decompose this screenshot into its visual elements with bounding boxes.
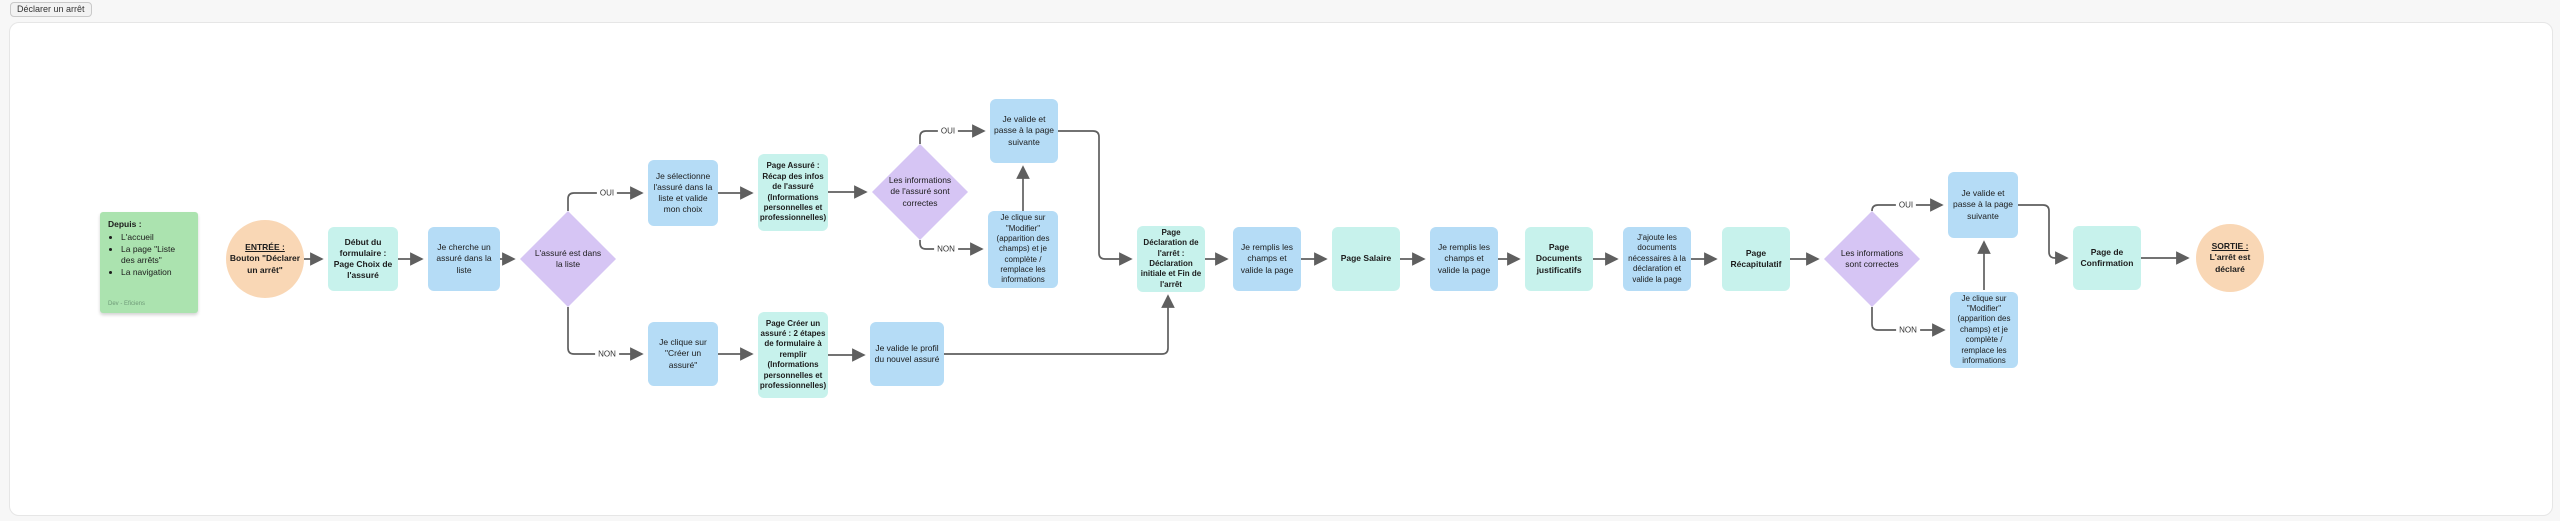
sticky-note-list: L'accueil La page "Liste des arrêts" La … bbox=[108, 232, 190, 278]
node-decision-insured-info-correct[interactable]: Les informations de l'assuré sont correc… bbox=[872, 144, 968, 240]
node-search-insured[interactable]: Je cherche un assuré dans la liste bbox=[428, 227, 500, 291]
edge-label-oui-3: OUI bbox=[1895, 200, 1917, 210]
node-click-modify-1[interactable]: Je clique sur "Modifier" (apparition des… bbox=[988, 211, 1058, 288]
sticky-note-author: Dev - Eficiens bbox=[108, 300, 146, 307]
node-page-salaire[interactable]: Page Salaire bbox=[1332, 227, 1400, 291]
node-page-recapitulatif[interactable]: Page Récapitulatif bbox=[1722, 227, 1790, 291]
sticky-note-title: Depuis : bbox=[108, 219, 142, 229]
node-decision-insured-in-list[interactable]: L'assuré est dans la liste bbox=[520, 211, 616, 307]
node-page-choix-assure[interactable]: Début du formulaire : Page Choix de l'as… bbox=[328, 227, 398, 291]
node-select-insured[interactable]: Je sélectionne l'assuré dans la liste et… bbox=[648, 160, 718, 226]
node-validate-next-page-2[interactable]: Je valide et passe à la page suivante bbox=[1948, 172, 2018, 238]
sticky-note-item: La page "Liste des arrêts" bbox=[121, 244, 190, 267]
node-page-confirmation[interactable]: Page de Confirmation bbox=[2073, 226, 2141, 290]
node-validate-next-page-1[interactable]: Je valide et passe à la page suivante bbox=[990, 99, 1058, 163]
node-fill-fields-2[interactable]: Je remplis les champs et valide la page bbox=[1430, 227, 1498, 291]
node-decision-info-correct[interactable]: Les informations sont correctes bbox=[1824, 211, 1920, 307]
node-page-assure[interactable]: Page Assuré : Récap des infos de l'assur… bbox=[758, 154, 828, 231]
entry-title: ENTRÉE : bbox=[245, 242, 285, 253]
node-fill-fields-1[interactable]: Je remplis les champs et valide la page bbox=[1233, 227, 1301, 291]
node-add-documents[interactable]: J'ajoute les documents nécessaires à la … bbox=[1623, 227, 1691, 291]
node-page-documents[interactable]: Page Documents justificatifs bbox=[1525, 227, 1593, 291]
edge-label-oui-2: OUI bbox=[937, 126, 959, 136]
edge-label-oui-1: OUI bbox=[596, 188, 618, 198]
node-exit-terminal[interactable]: SORTIE : L'arrêt est déclaré bbox=[2196, 224, 2264, 292]
node-click-modify-2[interactable]: Je clique sur "Modifier" (apparition des… bbox=[1950, 292, 2018, 368]
sticky-note-item: L'accueil bbox=[121, 232, 190, 243]
sticky-note-item: La navigation bbox=[121, 267, 190, 278]
exit-title: SORTIE : bbox=[2211, 241, 2249, 252]
exit-body: L'arrêt est déclaré bbox=[2209, 252, 2251, 274]
node-page-declaration[interactable]: Page Déclaration de l'arrêt : Déclaratio… bbox=[1137, 226, 1205, 292]
board-tab-declarer-un-arret[interactable]: Déclarer un arrêt bbox=[10, 2, 92, 17]
node-click-create-insured[interactable]: Je clique sur "Créer un assuré" bbox=[648, 322, 718, 386]
entry-body: Bouton "Déclarer un arrêt" bbox=[229, 253, 301, 275]
edge-label-non-3: NON bbox=[1896, 325, 1920, 335]
node-validate-new-profile[interactable]: Je valide le profil du nouvel assuré bbox=[870, 322, 944, 386]
edge-label-non-2: NON bbox=[934, 244, 958, 254]
sticky-note-entry-points[interactable]: Depuis : L'accueil La page "Liste des ar… bbox=[100, 212, 198, 313]
node-page-create-insured[interactable]: Page Créer un assuré : 2 étapes de formu… bbox=[758, 312, 828, 398]
edge-label-non-1: NON bbox=[595, 349, 619, 359]
node-entry-terminal[interactable]: ENTRÉE : Bouton "Déclarer un arrêt" bbox=[226, 220, 304, 298]
